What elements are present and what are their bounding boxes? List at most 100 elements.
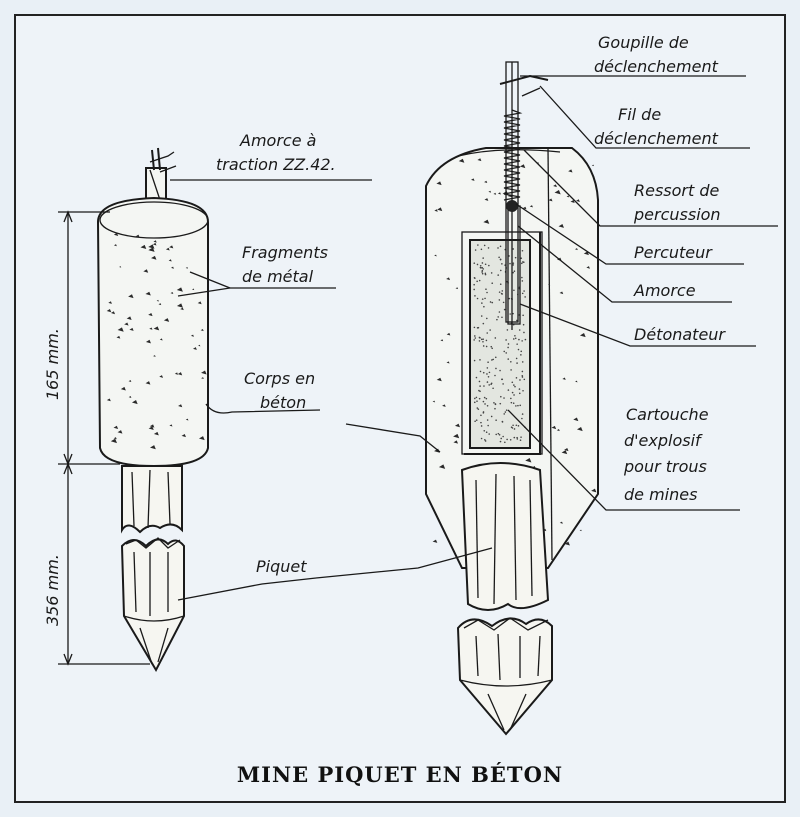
fleck xyxy=(163,318,170,322)
explosive-dot xyxy=(512,264,515,266)
explosive-dot xyxy=(524,296,526,298)
diagram-title: MINE PIQUET EN BÉTON xyxy=(237,762,563,787)
explosive-dot xyxy=(509,439,512,441)
explosive-dot xyxy=(484,273,487,276)
explosive-dot xyxy=(520,354,522,356)
explosive-dot xyxy=(521,376,524,378)
label-detonateur: Détonateur xyxy=(634,325,726,344)
explosive-dot xyxy=(500,437,503,440)
fleck xyxy=(110,438,117,444)
explosive-dot xyxy=(487,247,490,249)
fleck xyxy=(150,445,156,450)
fleck xyxy=(579,529,582,532)
fleck xyxy=(559,291,564,295)
fleck xyxy=(198,436,205,441)
fleck xyxy=(551,425,557,430)
label-amorce-traction-1: Amorce à xyxy=(239,131,316,150)
explosive-dot xyxy=(473,326,476,329)
fleck xyxy=(170,291,174,294)
explosive-dot xyxy=(510,360,512,363)
fleck xyxy=(159,338,163,341)
explosive-dot xyxy=(487,375,490,378)
explosive-dot xyxy=(500,395,502,398)
fleck xyxy=(440,339,444,342)
right-labels: Goupille de déclenchement Fil de déclenc… xyxy=(594,33,726,504)
fleck xyxy=(190,334,194,337)
explosive-dot xyxy=(518,338,520,341)
fleck xyxy=(152,242,157,246)
explosive-dot xyxy=(483,430,486,432)
label-fil-2: déclenchement xyxy=(594,129,719,148)
explosive-dot xyxy=(513,394,515,396)
explosive-dot xyxy=(473,401,476,404)
fleck xyxy=(434,209,438,212)
label-cartouche-3: pour trous xyxy=(623,457,707,476)
explosive-dot xyxy=(473,283,475,286)
explosive-dot xyxy=(475,396,478,399)
fleck xyxy=(180,307,184,311)
explosive-dot xyxy=(514,334,516,337)
explosive-dot xyxy=(476,407,479,409)
explosive-dot xyxy=(482,268,485,270)
fleck xyxy=(446,277,451,281)
explosive-dot xyxy=(491,282,494,285)
fleck xyxy=(559,521,563,524)
fleck xyxy=(477,158,482,162)
explosive-dot xyxy=(523,378,526,381)
explosive-dot xyxy=(499,283,502,286)
explosive-dot xyxy=(515,405,517,407)
fleck xyxy=(145,291,151,296)
explosive-dot xyxy=(480,437,483,440)
fleck xyxy=(113,437,117,440)
explosive-dot xyxy=(503,397,505,399)
explosive-dot xyxy=(473,359,476,362)
explosive-dot xyxy=(487,424,489,427)
fleck xyxy=(178,404,183,408)
explosive-dot xyxy=(521,276,523,279)
right-stake xyxy=(456,462,553,736)
explosive-dot xyxy=(485,431,488,434)
explosive-dot xyxy=(474,249,477,251)
explosive-dot xyxy=(499,440,502,443)
explosive-dot xyxy=(486,367,489,369)
explosive-dot xyxy=(478,397,481,400)
explosive-dot xyxy=(473,262,476,264)
fleck xyxy=(519,164,526,169)
fleck xyxy=(488,190,492,193)
explosive-dot xyxy=(512,402,515,404)
explosive-dot xyxy=(523,331,525,334)
label-amorce-traction-2: traction ZZ.42. xyxy=(216,155,336,174)
fleck xyxy=(185,418,189,421)
explosive-dot xyxy=(493,402,495,404)
explosive-dot xyxy=(494,407,496,410)
explosive-dot xyxy=(507,389,510,391)
firing-spring xyxy=(503,109,523,201)
explosive-dot xyxy=(519,404,522,407)
fleck xyxy=(192,288,195,291)
explosive-dot xyxy=(481,271,483,273)
explosive-dot xyxy=(491,301,494,304)
fleck xyxy=(458,158,465,163)
fleck xyxy=(442,404,446,407)
fleck xyxy=(159,375,164,378)
explosive-dot xyxy=(479,266,482,269)
fleck xyxy=(566,195,570,198)
fleck xyxy=(151,255,157,260)
explosive-dot xyxy=(482,371,485,374)
explosive-dot xyxy=(501,293,503,295)
fleck xyxy=(455,287,459,290)
fleck xyxy=(201,370,207,375)
fleck xyxy=(128,396,132,398)
fleck xyxy=(522,206,527,210)
fleck xyxy=(483,219,490,224)
explosive-dot xyxy=(498,256,500,259)
explosive-dot xyxy=(491,347,493,350)
fleck xyxy=(153,240,157,243)
explosive-dot xyxy=(476,280,478,283)
explosive-dot xyxy=(482,338,484,340)
explosive-dot xyxy=(503,350,506,353)
explosive-dot xyxy=(479,264,482,267)
explosive-dot xyxy=(481,262,484,264)
fleck xyxy=(128,294,134,299)
explosive-dot xyxy=(495,433,498,436)
